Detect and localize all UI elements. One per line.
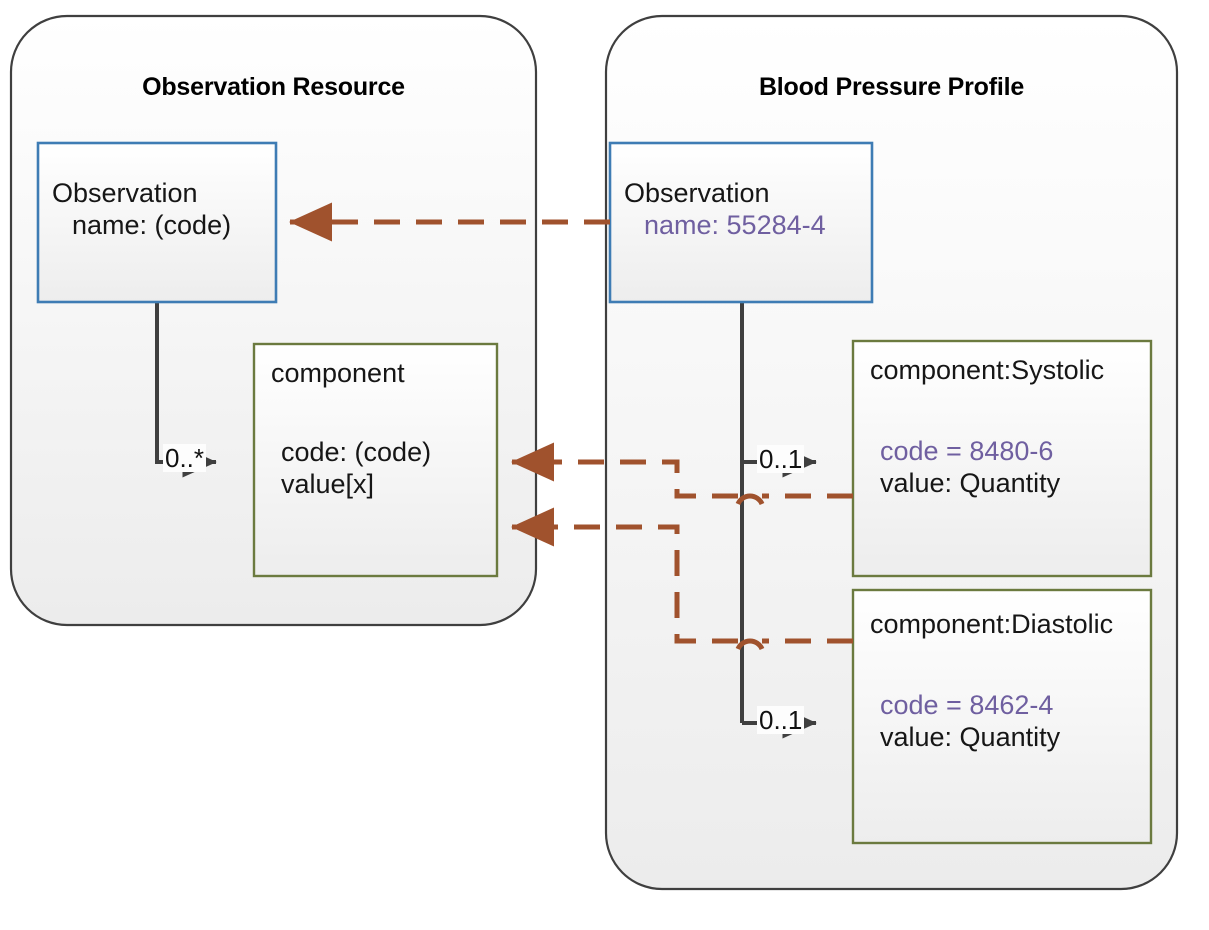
class-component-diastolic[interactable]: component:Diastolic code = 8462-4 value:… xyxy=(853,590,1151,843)
class-observation-profile-attr-0: name: 55284-4 xyxy=(644,210,826,240)
class-component-systolic-attr-1: value: Quantity xyxy=(880,468,1061,498)
class-observation-resource-attr-0: name: (code) xyxy=(72,210,232,240)
derivation-hop-systolic xyxy=(735,493,765,506)
class-box-component-diastolic xyxy=(851,588,1153,845)
class-observation-profile[interactable]: Observation name: 55284-4 xyxy=(610,143,872,302)
class-box-observation-resource xyxy=(36,141,278,304)
class-component-systolic-header: component:Systolic xyxy=(870,355,1105,385)
class-component-diastolic-attr-0: code = 8462-4 xyxy=(880,690,1054,720)
class-box-component-systolic xyxy=(851,339,1153,578)
derivation-arrow-systolic-tail xyxy=(510,442,738,499)
multiplicity-observation-systolic: 0..1 xyxy=(757,444,805,474)
multiplicity-observation-component: 0..* xyxy=(163,443,207,473)
panel-title-observation-resource: Observation Resource xyxy=(142,73,405,101)
class-component-diastolic-header: component:Diastolic xyxy=(870,609,1114,639)
panel-title-blood-pressure-profile: Blood Pressure Profile xyxy=(758,73,1025,101)
class-component-diastolic-attr-1: value: Quantity xyxy=(880,722,1061,752)
derivation-arrow-diastolic-tail xyxy=(510,507,738,644)
multiplicity-observation-diastolic: 0..1 xyxy=(757,705,805,735)
derivation-hop-diastolic xyxy=(735,638,765,651)
class-component-header: component xyxy=(271,358,405,388)
class-observation-profile-header: Observation xyxy=(624,178,770,208)
class-observation-resource[interactable]: Observation name: (code) xyxy=(38,143,276,302)
class-component-attr-1: value[x] xyxy=(281,469,375,499)
class-component-attr-0: code: (code) xyxy=(281,437,432,467)
class-box-component xyxy=(252,342,499,578)
class-component[interactable]: component code: (code) value[x] xyxy=(254,344,497,576)
class-observation-resource-header: Observation xyxy=(52,178,198,208)
class-component-systolic-attr-0: code = 8480-6 xyxy=(880,436,1054,466)
class-component-systolic[interactable]: component:Systolic code = 8480-6 value: … xyxy=(853,341,1151,576)
